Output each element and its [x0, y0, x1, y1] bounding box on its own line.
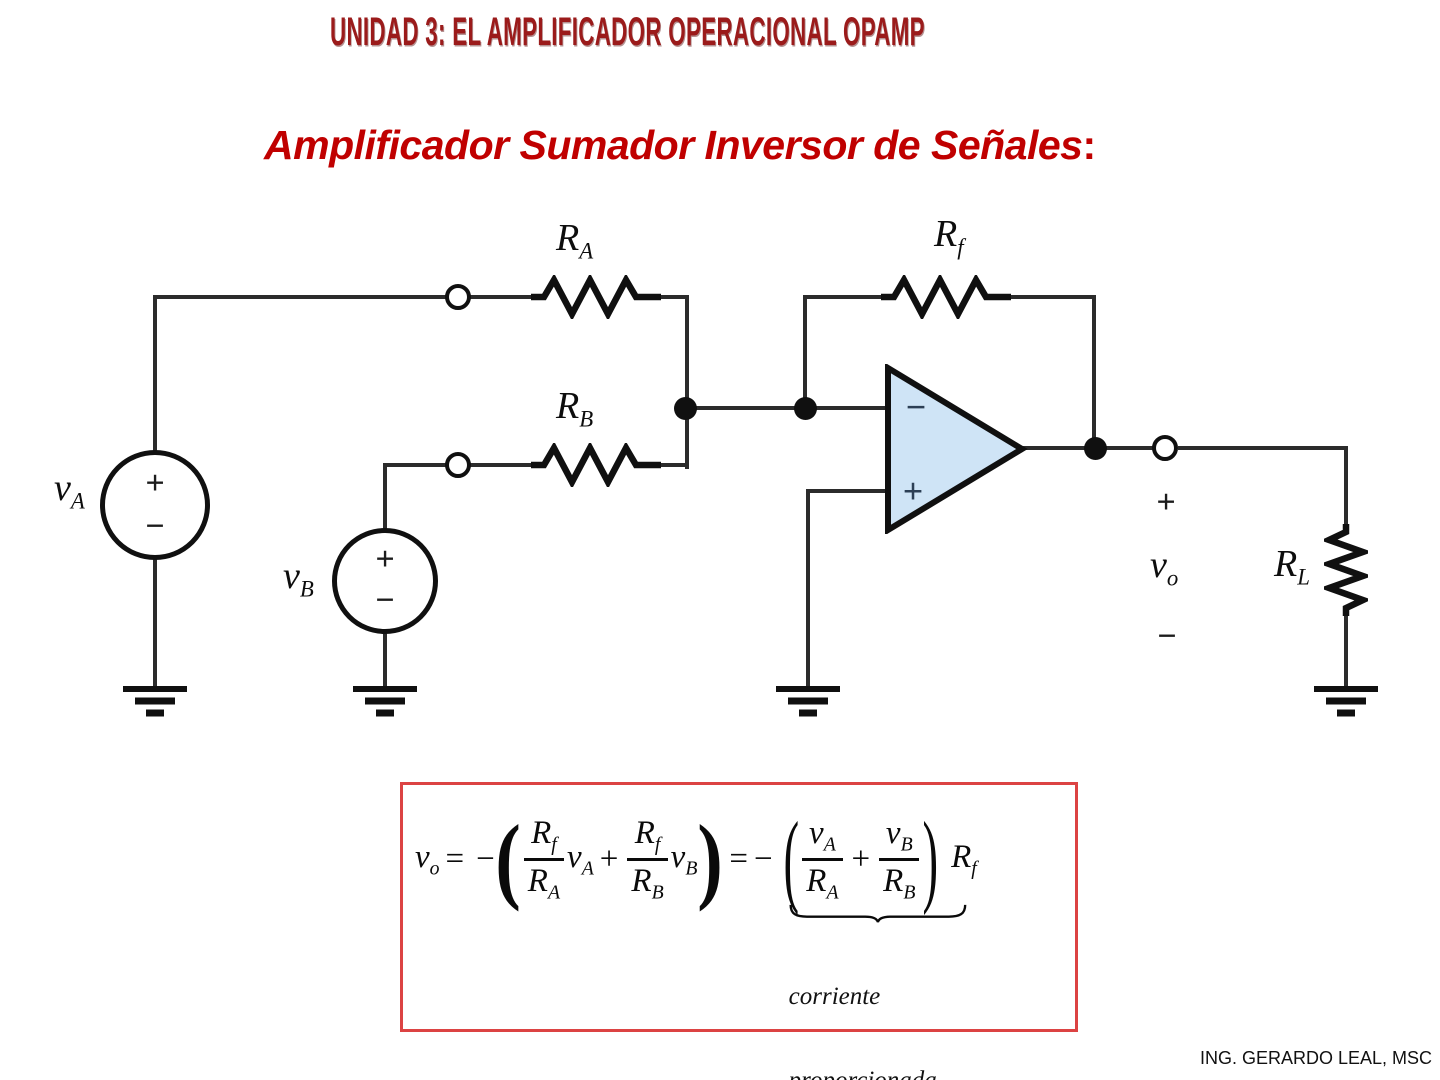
minus-sign: − [476, 840, 495, 877]
wire [806, 489, 890, 493]
opamp-triangle [885, 364, 1028, 534]
resistor-ra [531, 275, 661, 319]
wire [153, 556, 157, 690]
fraction-vb-rb: vB RB [879, 815, 920, 903]
unit-title: UNIDAD 3: EL AMPLIFICADOR OPERACIONAL OP… [330, 10, 925, 54]
wire [657, 463, 689, 467]
junction-dot [1084, 437, 1107, 460]
ground-symbol [123, 686, 187, 717]
ground-symbol [1314, 686, 1378, 717]
wire [657, 295, 689, 299]
resistor-rb [531, 443, 661, 487]
label-va: vA [54, 467, 85, 514]
open-paren-bold: ( [494, 805, 521, 913]
terminal-circle [445, 284, 471, 310]
wire [383, 463, 449, 467]
wire [1344, 446, 1348, 526]
plus-sign: + [851, 840, 871, 877]
formula-row: vo = − ( Rf RA vA + Rf RB vB ) = − ( [415, 793, 977, 1080]
terminal-circle [445, 452, 471, 478]
wire [383, 463, 387, 531]
wire [803, 295, 883, 299]
equals-sign: = [729, 840, 749, 877]
label-vo: vo [1150, 544, 1179, 591]
formula-rf: Rf [951, 838, 977, 880]
open-paren-thin: ( [783, 800, 799, 916]
formula-vo: vo [415, 838, 440, 880]
opamp-inverting-sign: − [905, 387, 927, 427]
opamp-noninverting-sign: + [902, 471, 924, 511]
source-va-minus: − [145, 508, 165, 545]
junction-dot [794, 397, 817, 420]
output-minus-sign: − [1157, 618, 1177, 655]
output-plus-sign: + [1156, 484, 1176, 521]
resistor-rf [881, 275, 1011, 319]
junction-dot [674, 397, 697, 420]
ground-symbol [776, 686, 840, 717]
source-va-plus: + [145, 465, 165, 502]
formula-box: vo = − ( Rf RA vA + Rf RB vB ) = − ( [400, 782, 1078, 1080]
formula-va: vA [567, 838, 594, 880]
close-paren-bold: ) [697, 805, 724, 913]
minus-sign: − [754, 840, 773, 877]
wire [469, 295, 533, 299]
wire [806, 489, 810, 690]
subtitle-text: Amplificador Sumador Inversor de Señales [264, 122, 1083, 168]
fraction-va-ra: vA RA [802, 815, 843, 903]
wire [469, 463, 533, 467]
wire [1092, 295, 1096, 453]
terminal-circle [1152, 435, 1178, 461]
underbrace [789, 904, 966, 923]
source-vb-minus: − [375, 582, 395, 619]
label-vb: vB [283, 555, 314, 602]
resistor-rl [1324, 524, 1368, 616]
brace-caption: corriente proporcionada por las fuentes … [788, 983, 937, 1080]
label-ra: RA [556, 217, 594, 264]
subtitle-colon: : [1082, 122, 1097, 168]
wire [153, 295, 449, 299]
close-paren-thin: ) [922, 800, 939, 916]
label-rb: RB [556, 385, 594, 432]
equals-sign: = [445, 840, 465, 877]
source-vb-plus: + [375, 541, 395, 578]
wire [685, 295, 689, 469]
ground-symbol [353, 686, 417, 717]
slide-subtitle: Amplificador Sumador Inversor de Señales… [264, 122, 1096, 169]
wire [383, 630, 387, 690]
wire [153, 295, 157, 453]
label-rf: Rf [934, 213, 964, 260]
current-term-group: ( vA RA + vB RB ) corriente [783, 800, 966, 1080]
wire [803, 297, 807, 409]
formula-vb: vB [670, 838, 698, 880]
wire [1178, 446, 1348, 450]
source-va-circle [100, 450, 210, 560]
wire [1344, 612, 1348, 690]
author-credit: ING. GERARDO LEAL, MSC [1199, 1048, 1432, 1068]
fraction-rf-ra: Rf RA [523, 815, 565, 903]
plus-sign: + [599, 840, 619, 877]
wire [685, 406, 888, 410]
source-vb-circle [332, 528, 438, 634]
label-rl: RL [1274, 543, 1310, 590]
wire [1009, 295, 1096, 299]
fraction-rf-rb: Rf RB [627, 815, 668, 903]
